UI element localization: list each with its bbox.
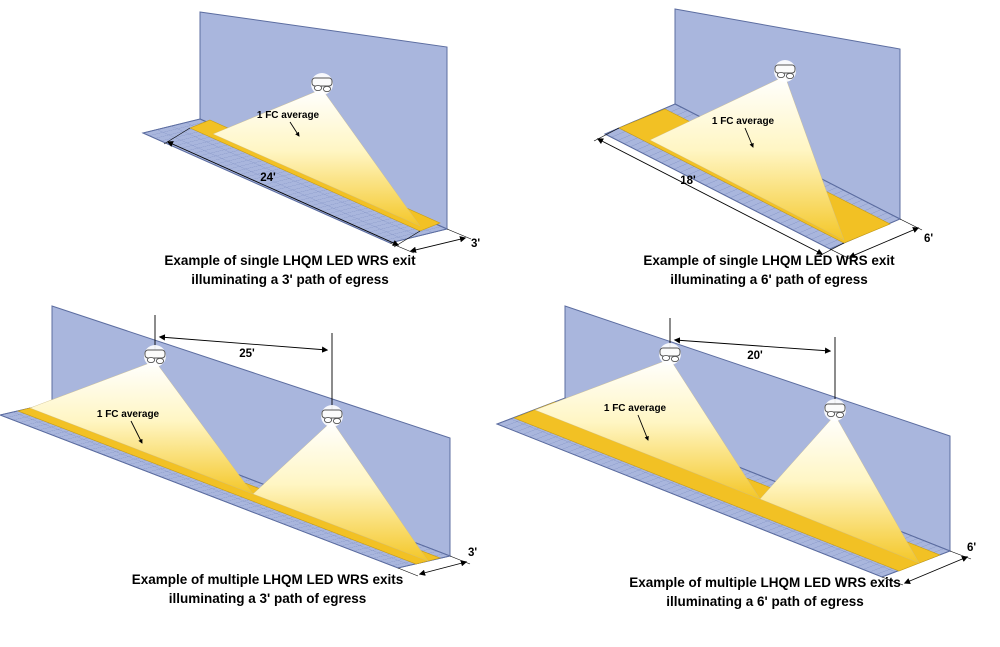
length-dimension: 18'	[593, 127, 845, 257]
dimension-arrow	[848, 227, 920, 258]
fc-average-text: 1 FC average	[257, 110, 320, 121]
spacing-label: 20'	[747, 350, 763, 362]
scene-multiple-3ft: 25' 1 FC average 3'	[0, 305, 477, 577]
fc-average-text: 1 FC average	[97, 409, 160, 420]
width-label: 6'	[924, 233, 933, 245]
panel-multiple-6ft: 20' 1 FC average 6' Example of multiple …	[495, 293, 990, 612]
fc-average-text: 1 FC average	[712, 116, 775, 127]
scene-single-3ft: 1 FC average 24' 3'	[141, 11, 480, 254]
caption-line1: Example of single LHQM LED WRS exit	[643, 253, 895, 268]
dimension-arrow	[418, 560, 468, 576]
spacing-dimension: 20'	[673, 337, 832, 362]
width-label: 6'	[967, 542, 976, 554]
caption-multiple-3ft: Example of multiple LHQM LED WRS exits i…	[0, 571, 490, 609]
light-cone-2	[759, 414, 920, 564]
extension-line	[449, 555, 471, 565]
light-cone-2	[252, 420, 429, 562]
caption-line2: illuminating a 3' path of egress	[168, 590, 367, 606]
exit-light-fixture-icon-1	[658, 342, 682, 366]
dimension-arrow	[903, 556, 969, 584]
width-label: 3'	[468, 547, 477, 559]
dimension-arrow	[409, 236, 467, 253]
fc-average-label: 1 FC average	[97, 409, 160, 444]
scene-multiple-6ft: 20' 1 FC average 6'	[495, 305, 976, 586]
spacing-label: 25'	[239, 348, 255, 360]
extension-line	[899, 218, 923, 231]
caption-line2: illuminating a 3' path of egress	[191, 271, 389, 287]
width-dimension: 6'	[881, 542, 976, 586]
light-cone-1	[29, 360, 254, 495]
width-dimension: 3'	[397, 547, 477, 577]
length-dimension: 24'	[163, 127, 421, 248]
fc-average-label: 1 FC average	[257, 110, 320, 137]
caption-line2: illuminating a 6' path of egress	[666, 593, 864, 609]
width-dimension: 6'	[829, 218, 933, 261]
dimension-arrow	[166, 141, 400, 246]
dimension-arrow	[673, 337, 832, 354]
exit-light-fixture-icon-2	[823, 398, 847, 422]
light-cone-1	[534, 358, 761, 500]
caption-single-3ft: Example of single LHQM LED WRS exit illu…	[90, 252, 490, 290]
length-label: 24'	[260, 172, 276, 184]
panel-single-6ft: 1 FC average 18' 6' Example of single LH…	[560, 4, 960, 290]
scene-single-6ft: 1 FC average 18' 6'	[593, 8, 933, 261]
caption-line1: Example of multiple LHQM LED WRS exits	[131, 572, 404, 587]
exit-light-fixture-icon	[310, 72, 334, 96]
width-dimension: 3'	[389, 228, 480, 254]
caption-line1: Example of single LHQM LED WRS exit	[164, 253, 416, 268]
extension-line	[881, 576, 904, 586]
fc-average-text: 1 FC average	[604, 403, 667, 414]
fc-leader-arrow	[130, 420, 143, 444]
width-label: 3'	[471, 238, 480, 250]
length-label: 18'	[680, 175, 696, 187]
fc-leader-arrow	[637, 414, 649, 441]
exit-light-fixture-icon-2	[320, 404, 344, 428]
caption-line1: Example of multiple LHQM LED WRS exits	[629, 575, 901, 590]
extension-line	[397, 567, 419, 577]
dimension-arrow	[596, 138, 824, 255]
caption-line2: illuminating a 6' path of egress	[670, 271, 868, 287]
caption-multiple-6ft: Example of multiple LHQM LED WRS exits i…	[495, 574, 990, 612]
exit-light-fixture-icon-1	[143, 344, 167, 368]
spacing-dimension: 25'	[158, 334, 329, 360]
extension-line	[446, 228, 472, 240]
extension-line	[829, 248, 853, 261]
panel-multiple-3ft: 25' 1 FC average 3' Example of multiple …	[0, 293, 490, 609]
fc-average-label: 1 FC average	[604, 403, 667, 441]
exit-light-fixture-icon	[773, 59, 797, 83]
caption-single-6ft: Example of single LHQM LED WRS exit illu…	[560, 252, 960, 290]
dimension-arrow	[158, 334, 329, 353]
fc-leader-arrow	[289, 121, 300, 137]
panel-single-3ft: 1 FC average 24' 3' Example of single LH…	[90, 4, 490, 290]
